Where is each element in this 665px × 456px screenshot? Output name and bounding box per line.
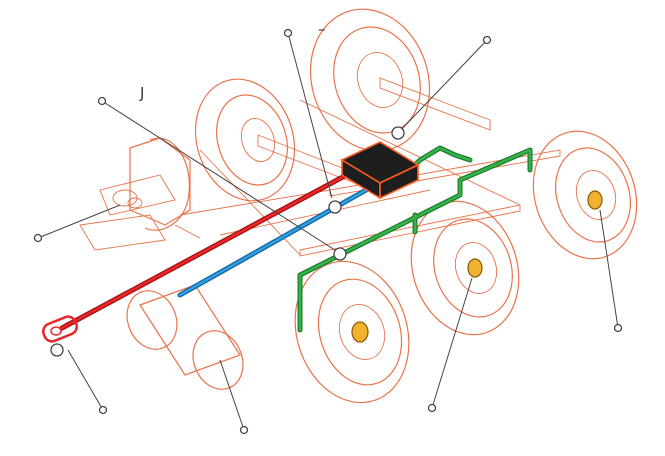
callout-point (50, 343, 64, 357)
blue-brake-line (177, 182, 378, 298)
callout-points (33, 28, 623, 435)
green-brake-line (297, 145, 533, 333)
callout-point (613, 323, 623, 333)
callout-leaders (37, 32, 619, 431)
control-module (340, 141, 420, 200)
red-brake-line (42, 169, 355, 343)
callout-point (427, 403, 437, 413)
stray-glyph-j: J (139, 84, 144, 102)
callout-point (97, 96, 107, 106)
callout-point (239, 425, 249, 435)
callout-point (391, 126, 405, 140)
rear-right-wheel (532, 130, 638, 260)
front-hub-assembly (79, 137, 201, 251)
middle-right-wheel (410, 200, 520, 336)
sensor-rear-right (587, 190, 603, 210)
air-reservoir-tank (126, 284, 244, 390)
sensor-front-right (351, 321, 369, 343)
callout-point (328, 200, 342, 214)
sensor-middle-right (467, 258, 483, 278)
callout-point (482, 35, 492, 45)
stray-glyph-dash: – (318, 20, 326, 38)
callout-point (333, 247, 347, 261)
callout-point (33, 233, 43, 243)
front-right-wheel (294, 260, 410, 404)
callout-point (283, 28, 293, 38)
middle-left-wheel (194, 78, 361, 202)
wheel-speed-sensors (351, 190, 603, 343)
callout-point (98, 405, 108, 415)
